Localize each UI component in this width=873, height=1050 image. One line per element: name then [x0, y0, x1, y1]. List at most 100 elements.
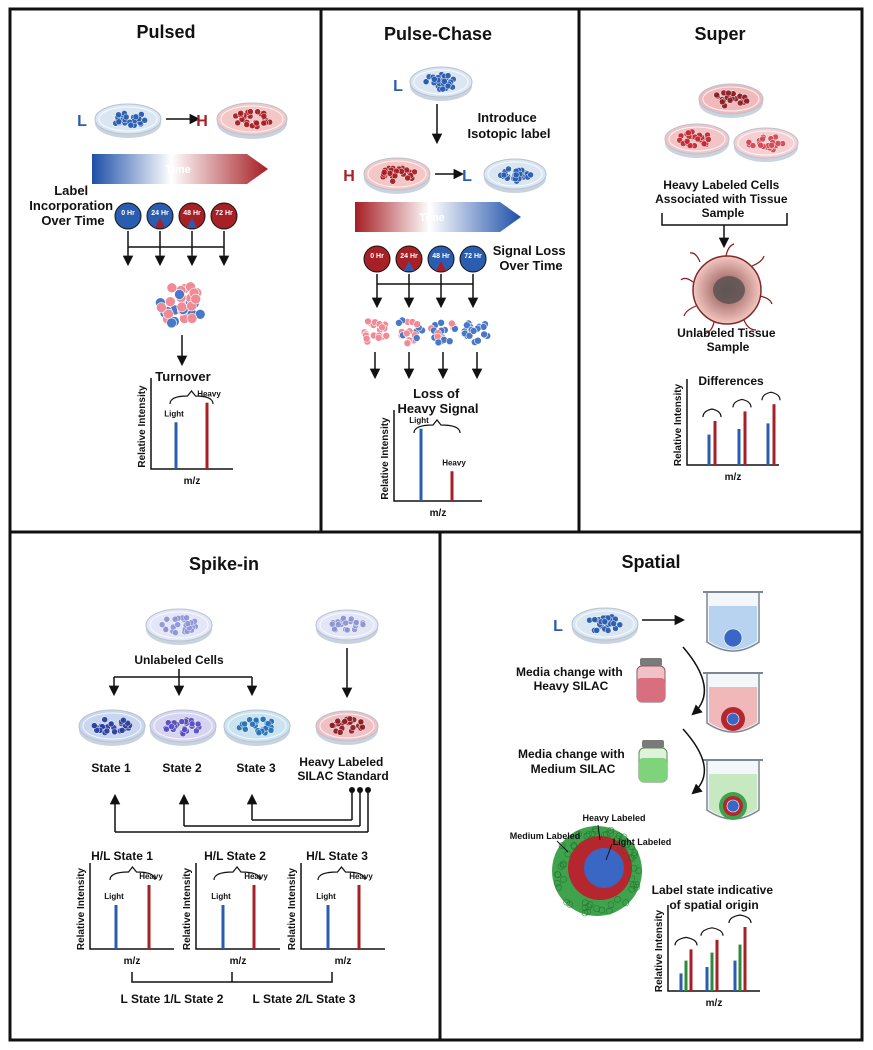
bottom-label-2: L State 2/L State 3 — [253, 992, 356, 1006]
state3-dish — [223, 709, 291, 746]
media-heavy-label: Media change with Heavy SILAC — [516, 665, 626, 693]
pulse-chase-light-dish — [483, 158, 547, 193]
timepoint-label: 24 Hr — [400, 253, 418, 260]
panel-borders — [8, 7, 864, 1042]
pulsed-section: Pulsed L H Time Label Incorporation Over… — [29, 22, 288, 487]
spectrum-x-label: m/z — [230, 956, 247, 967]
timepoint-1: 24 Hr — [395, 245, 423, 273]
spectrum-y-label: Relative Intensity — [76, 867, 87, 950]
ratio-label-3: H/L State 3 — [306, 849, 368, 863]
peak-bracket — [674, 936, 698, 946]
peak-bracket — [700, 927, 724, 936]
spatial-panel — [438, 530, 864, 1042]
peak-bracket — [702, 408, 722, 418]
peak-bracket — [213, 866, 261, 881]
spectrum-x-label: m/z — [184, 476, 201, 487]
pulsed-heavy-tag: H — [196, 113, 208, 130]
tube-light — [703, 591, 763, 652]
spectrum-axes — [667, 905, 760, 992]
spectrum-y-label: Relative Intensity — [654, 909, 665, 992]
timepoint-2: 48 Hr — [178, 202, 206, 230]
spectrum-axes — [393, 410, 482, 502]
ratio-label-2: H/L State 2 — [204, 849, 266, 863]
timepoint-label: 0 Hr — [370, 253, 384, 260]
pulsed-light-dish — [94, 103, 162, 138]
pulsed-time-arrow — [92, 154, 268, 184]
peak-light-1 — [707, 434, 711, 465]
peak-heavy-2 — [715, 939, 719, 991]
pulsed-time-label: Time — [165, 164, 190, 176]
spectrum-y-label: Relative Intensity — [182, 867, 193, 950]
pulse-chase-heavy-tag: H — [343, 168, 355, 185]
super-dish-right — [733, 127, 799, 162]
spectrum-axes — [89, 863, 174, 950]
peak-label-light: Light — [164, 409, 184, 418]
pulsed-result-label: Turnover — [155, 369, 210, 384]
spatial-light-dish — [571, 607, 639, 644]
pulse-chase-cluster-3 — [460, 319, 492, 346]
peak-heavy-3 — [772, 404, 776, 465]
spectrum-x-label: m/z — [124, 956, 141, 967]
pulse-chase-cluster-0 — [360, 317, 391, 346]
media-medium-label: Media change with Medium SILAC — [518, 747, 628, 776]
timepoint-label: 72 Hr — [464, 253, 482, 260]
spike-in-section: Spike-in Unlabeled Cells State 1 State 2… — [76, 554, 389, 1006]
pulse-chase-branch-arrows — [371, 274, 479, 309]
peak-light — [174, 422, 178, 469]
pulse-chase-top-dish — [409, 66, 473, 101]
super-dish-top — [698, 83, 764, 118]
pulse-chase-time-label: Time — [419, 212, 444, 224]
peak-bracket — [413, 419, 461, 434]
super-chart-title: Differences — [698, 374, 764, 388]
spectrum-y-label: Relative Intensity — [137, 385, 148, 468]
peak-label-heavy: Heavy — [349, 872, 373, 881]
pulse-chase-result-label: Loss of Heavy Signal — [398, 386, 479, 416]
peak-bracket — [728, 914, 752, 924]
super-cells-label: Heavy Labeled Cells Associated with Tiss… — [655, 178, 791, 220]
super-tissue-label: Unlabeled Tissue Sample — [677, 326, 779, 354]
peak-label-light: Light — [316, 892, 336, 901]
pulsed-panel — [8, 7, 323, 534]
timepoint-1: 24 Hr — [146, 202, 174, 230]
peak-heavy — [252, 885, 256, 949]
layer-label-light: Light Labeled — [613, 837, 672, 847]
timepoint-label: 48 Hr — [183, 210, 201, 217]
pulsed-title: Pulsed — [136, 22, 195, 42]
tube-heavy — [703, 672, 763, 733]
unlabeled-cells-label: Unlabeled Cells — [134, 653, 224, 667]
layer-label-heavy: Heavy Labeled — [582, 813, 645, 823]
peak-light-2 — [737, 429, 741, 465]
peak-heavy — [147, 885, 151, 949]
peak-label-light: Light — [409, 416, 429, 425]
peak-light — [221, 905, 225, 949]
super-section: Super Heavy Labeled Cells Associated wit… — [655, 24, 799, 483]
timepoint-2: 48 Hr — [427, 245, 455, 273]
state1-dish — [78, 709, 146, 746]
peak-medium-1 — [684, 960, 688, 991]
pulse-chase-time-arrow — [355, 202, 521, 232]
peak-heavy — [205, 402, 209, 469]
pulsed-mixed-cluster — [155, 281, 206, 329]
timepoint-label: 0 Hr — [121, 210, 135, 217]
peak-heavy-3 — [743, 927, 747, 991]
peak-light — [114, 905, 118, 949]
spectrum-axes — [686, 379, 779, 466]
pulse-chase-cluster-2 — [427, 318, 459, 347]
tube-medium — [703, 759, 763, 820]
peak-label-light: Light — [211, 892, 231, 901]
spectrum-y-label: Relative Intensity — [380, 417, 391, 500]
layer-label-medium: Medium Labeled — [510, 831, 581, 841]
pulsed-side-label: Label Incorporation Over Time — [29, 183, 116, 228]
timepoint-label: 24 Hr — [151, 210, 169, 217]
spectrum-y-label: Relative Intensity — [673, 383, 684, 466]
pulse-chase-title: Pulse-Chase — [384, 24, 492, 44]
peak-light — [326, 905, 330, 949]
spheroid-icon — [552, 825, 643, 917]
spectrum-axes — [300, 863, 385, 950]
unlabeled-dish — [145, 608, 213, 645]
